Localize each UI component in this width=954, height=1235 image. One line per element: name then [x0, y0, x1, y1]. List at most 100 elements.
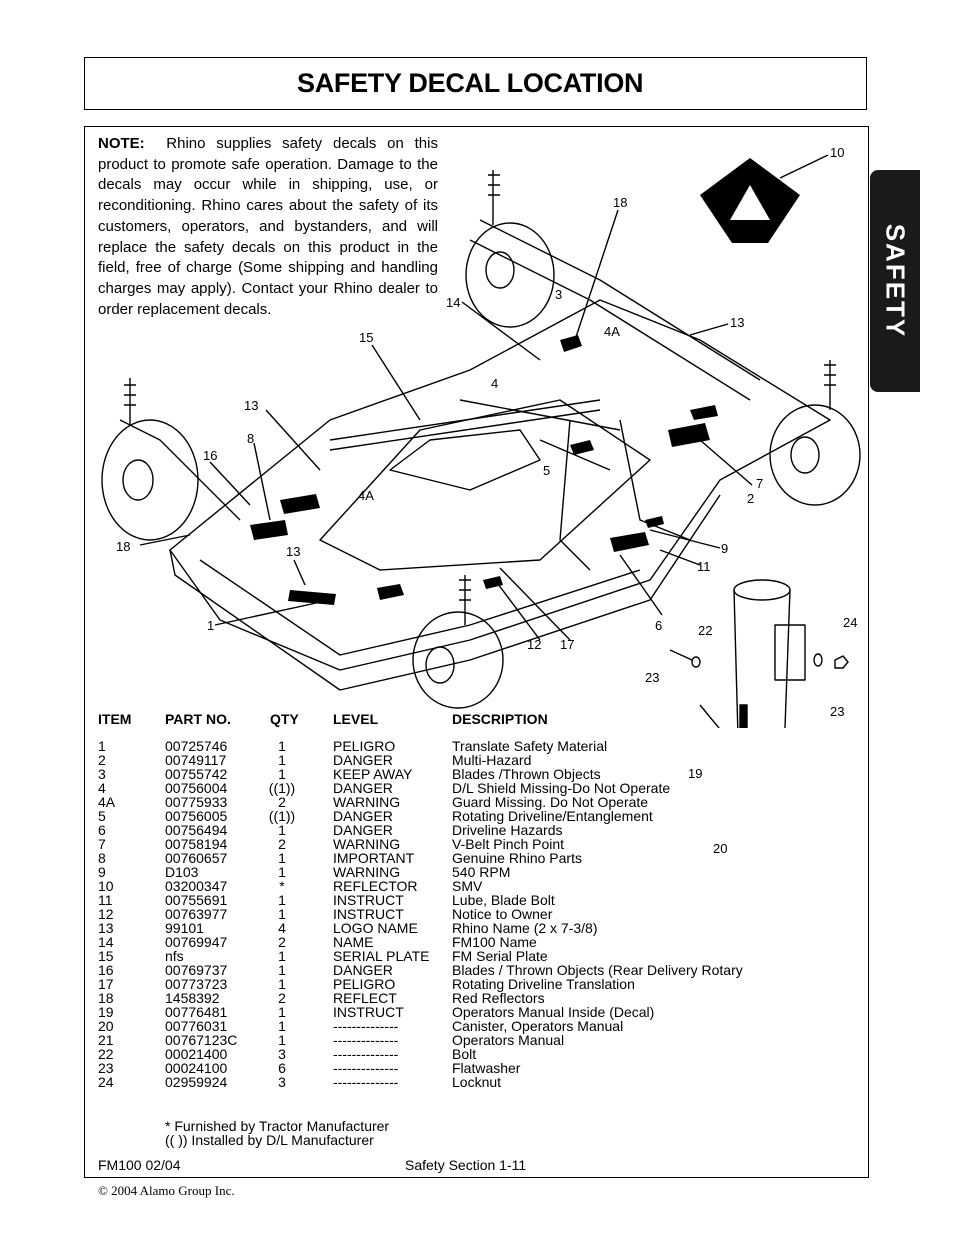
- table-cell-qty: 1: [278, 948, 286, 964]
- callout-14: 14: [446, 295, 460, 310]
- table-cell-desc: SMV: [452, 878, 483, 894]
- section-tab: SAFETY: [870, 170, 920, 392]
- table-cell-part: 1458392: [165, 990, 220, 1006]
- col-header-level: LEVEL: [333, 711, 379, 727]
- callout-23-left: 23: [645, 670, 659, 685]
- table-cell-qty: *: [279, 878, 285, 894]
- footnote-paren: (( )) Installed by D/L Manufacturer: [165, 1132, 374, 1148]
- table-cell-desc: Driveline Hazards: [452, 822, 563, 838]
- callout-24: 24: [843, 615, 857, 630]
- callout-4a-center: 4A: [358, 488, 374, 503]
- table-cell-qty: 1: [278, 822, 286, 838]
- table-cell-desc: FM100 Name: [452, 934, 537, 950]
- table-cell-part: D103: [165, 864, 199, 880]
- table-cell-qty: 2: [278, 990, 286, 1006]
- table-cell-desc: Red Reflectors: [452, 990, 545, 1006]
- table-cell-qty: 6: [278, 1060, 286, 1076]
- table-cell-qty: 1: [278, 976, 286, 992]
- table-cell-qty: 1: [278, 892, 286, 908]
- table-cell-item: 15: [98, 948, 114, 964]
- table-cell-qty: 1: [278, 738, 286, 754]
- table-cell-item: 14: [98, 934, 114, 950]
- callout-13-bottom: 13: [286, 544, 300, 559]
- table-cell-item: 19: [98, 1004, 114, 1020]
- table-cell-item: 3: [98, 766, 106, 782]
- col-header-qty: QTY: [270, 711, 299, 727]
- table-cell-part: 00021400: [165, 1046, 228, 1062]
- table-cell-level: --------------: [333, 1074, 399, 1090]
- table-cell-qty: 1: [278, 906, 286, 922]
- table-cell-level: IMPORTANT: [333, 850, 415, 866]
- table-cell-desc: Locknut: [452, 1074, 502, 1090]
- table-cell-item: 2: [98, 752, 106, 768]
- table-cell-desc: Operators Manual: [452, 1032, 565, 1048]
- title-box: SAFETY DECAL LOCATION: [84, 57, 867, 110]
- table-cell-level: --------------: [333, 1060, 399, 1076]
- table-cell-qty: 2: [278, 934, 286, 950]
- table-cell-qty: 3: [278, 1046, 286, 1062]
- callout-12: 12: [527, 637, 541, 652]
- table-cell-desc: Bolt: [452, 1046, 477, 1062]
- table-cell-desc: Blades /Thrown Objects: [452, 766, 601, 782]
- table-cell-item: 6: [98, 822, 106, 838]
- callout-8: 8: [247, 431, 254, 446]
- table-cell-desc: Operators Manual Inside (Decal): [452, 1004, 655, 1020]
- col-header-item: ITEM: [98, 711, 132, 727]
- table-cell-item: 18: [98, 990, 114, 1006]
- wheel-front-left: [101, 378, 199, 541]
- table-cell-qty: 2: [278, 794, 286, 810]
- table-cell-qty: ((1)): [268, 808, 296, 824]
- callout-2: 2: [747, 491, 754, 506]
- canister-hardware: [669, 649, 849, 669]
- callout-11: 11: [697, 559, 711, 574]
- table-cell-desc: Blades / Thrown Objects (Rear Delivery R…: [452, 962, 743, 978]
- wheel-rear-right: [769, 360, 861, 506]
- page-title: SAFETY DECAL LOCATION: [297, 68, 644, 98]
- table-cell-part: 00756005: [165, 808, 228, 824]
- table-cell-part: 00773723: [165, 976, 228, 992]
- callout-3: 3: [555, 287, 562, 302]
- callout-5: 5: [543, 463, 550, 478]
- table-cell-part: 00749117: [165, 752, 227, 768]
- table-cell-part: 00776031: [165, 1018, 228, 1034]
- note-label: NOTE:: [98, 135, 145, 152]
- table-cell-item: 16: [98, 962, 114, 978]
- table-cell-qty: 1: [278, 1018, 286, 1034]
- table-cell-level: WARNING: [333, 794, 401, 810]
- table-cell-qty: 2: [278, 836, 286, 852]
- table-cell-item: 1: [98, 738, 106, 754]
- table-cell-qty: 1: [278, 766, 286, 782]
- table-cell-level: --------------: [333, 1032, 399, 1048]
- table-cell-desc: 540 RPM: [452, 864, 511, 880]
- table-cell-desc: Genuine Rhino Parts: [452, 850, 582, 866]
- table-cell-level: --------------: [333, 1018, 399, 1034]
- table-cell-desc: Translate Safety Material: [452, 738, 608, 754]
- table-cell-level: LOGO NAME: [333, 920, 418, 936]
- callout-7: 7: [756, 476, 763, 491]
- table-cell-part: 03200347: [165, 878, 228, 894]
- table-cell-item: 8: [98, 850, 106, 866]
- table-cell-level: REFLECTOR: [333, 878, 418, 894]
- table-cell-desc: Guard Missing. Do Not Operate: [452, 794, 649, 810]
- callout-23-right: 23: [830, 704, 844, 719]
- table-cell-level: WARNING: [333, 836, 401, 852]
- table-cell-level: PELIGRO: [333, 738, 396, 754]
- callout-13-left: 13: [244, 398, 258, 413]
- table-cell-level: --------------: [333, 1046, 399, 1062]
- table-cell-part: 00767123C: [165, 1032, 238, 1048]
- note-text: Rhino supplies safety decals on this pro…: [98, 135, 438, 318]
- table-cell-desc: Rhino Name (2 x 7-3/8): [452, 920, 598, 936]
- callout-4a-top: 4A: [604, 324, 620, 339]
- callout-1: 1: [207, 618, 214, 633]
- table-cell-level: DANGER: [333, 752, 393, 768]
- table-cell-qty: 1: [278, 864, 286, 880]
- table-cell-part: 00763977: [165, 906, 228, 922]
- table-cell-item: 4A: [98, 794, 116, 810]
- table-cell-level: WARNING: [333, 864, 401, 880]
- table-cell-part: 00760657: [165, 850, 228, 866]
- table-cell-item: 24: [98, 1074, 114, 1090]
- table-cell-part: nfs: [165, 948, 184, 964]
